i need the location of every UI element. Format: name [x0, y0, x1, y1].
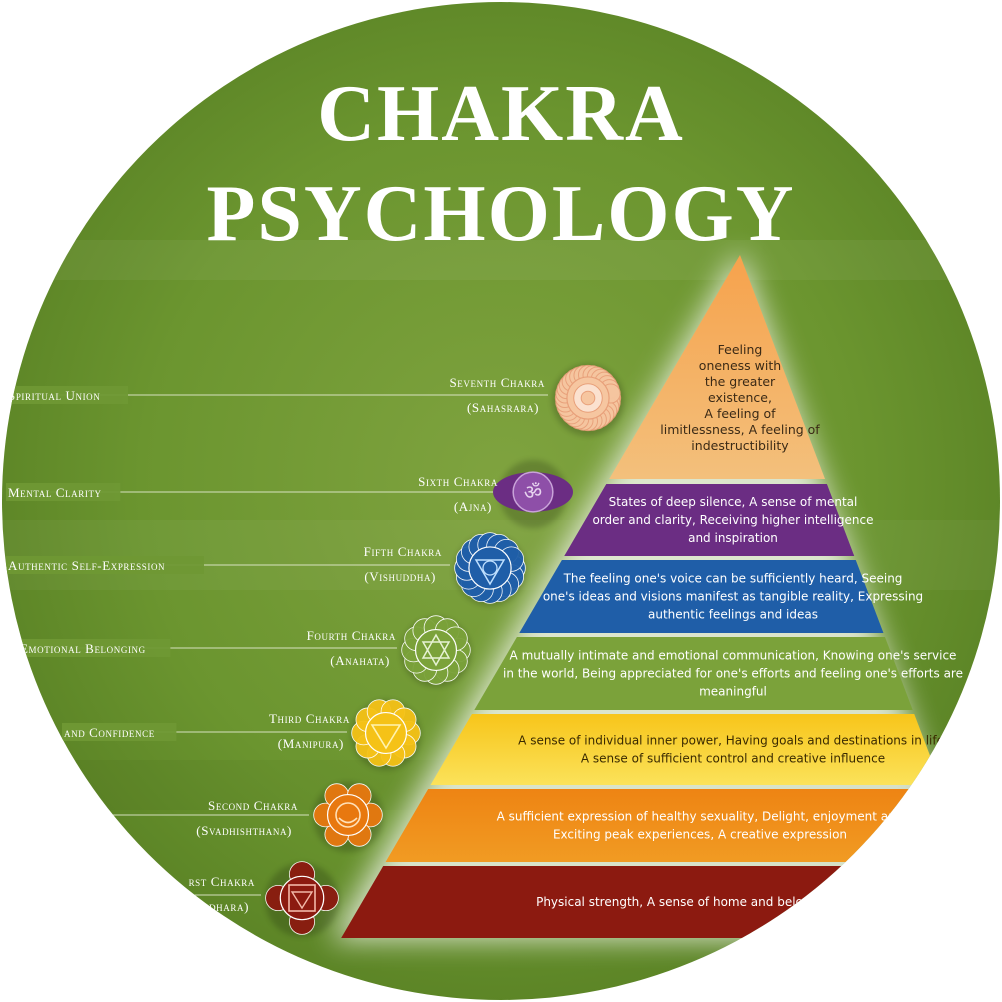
theme-label-2: Mental Clarity — [8, 485, 102, 500]
band-text-1-line-4: existence, — [708, 390, 772, 405]
band-text-6-line-1: A sufficient expression of healthy sexua… — [497, 810, 904, 824]
chakra-name-6: Second Chakra — [208, 798, 298, 813]
chakra-sanskrit-3: (Vishuddha) — [364, 569, 436, 584]
theme-label-1: Spiritual Union — [8, 388, 100, 403]
theme-label-5: and Confidence — [64, 725, 155, 740]
chakra-icons: ॐ — [265, 364, 624, 937]
chakra-sanskrit-6: (Svadhishthana) — [196, 823, 292, 838]
chakra-name-5: Third Chakra — [269, 711, 350, 726]
band-text-5-line-1: A sense of individual inner power, Havin… — [518, 734, 948, 748]
chakra-name-3: Fifth Chakra — [364, 544, 442, 559]
band-text-2-line-1: States of deep silence, A sense of menta… — [609, 495, 858, 509]
band-text-1-line-7: indestructibility — [691, 438, 789, 453]
pyramid-band-3 — [519, 560, 884, 633]
band-text-5-line-2: A sense of sufficient control and creati… — [581, 752, 885, 766]
heart-lotus-icon — [401, 615, 471, 687]
band-text-1-line-2: oneness with — [699, 358, 781, 373]
pyramid-band-2 — [564, 484, 855, 556]
band-text-4-line-1: A mutually intimate and emotional commun… — [510, 649, 957, 663]
pyramid-band-1 — [609, 255, 826, 479]
chakra-sanskrit-2: (Ajna) — [454, 499, 492, 514]
sacral-lotus-icon — [313, 782, 383, 852]
lotus-thousand-petal-icon — [552, 364, 624, 436]
band-text-1-line-6: limitlessness, A feeling of — [660, 422, 820, 437]
throat-lotus-icon — [454, 532, 526, 606]
band-text-2-line-2: order and clarity, Receiving higher inte… — [592, 513, 873, 527]
band-text-3-line-1: The feeling one's voice can be sufficien… — [563, 572, 903, 586]
chakra-name-7: rst Chakra — [189, 874, 255, 889]
chakra-sanskrit-1: (Sahasrara) — [467, 400, 539, 415]
band-text-4-line-2: in the world, Being appreciated for one'… — [503, 667, 963, 681]
root-lotus-icon — [265, 861, 339, 937]
chakra-name-2: Sixth Chakra — [418, 474, 498, 489]
chakra-sanskrit-7: dhara) — [209, 899, 249, 914]
title-line-2: PSYCHOLOGY — [207, 170, 796, 258]
pyramid-band-4 — [474, 637, 913, 710]
solar-plexus-lotus-icon — [351, 699, 421, 770]
theme-label-3: Authentic Self-Expression — [8, 558, 165, 573]
band-text-2-line-3: and inspiration — [688, 531, 778, 545]
band-text-4-line-3: meaningful — [699, 685, 767, 699]
chakra-sanskrit-5: (Manipura) — [278, 736, 344, 751]
band-text-1-line-3: the greater — [705, 374, 776, 389]
chakra-name-4: Fourth Chakra — [307, 628, 396, 643]
band-text-1-line-5: A feeling of — [704, 406, 776, 421]
svg-text:ॐ: ॐ — [524, 480, 542, 504]
band-text-3-line-3: authentic feelings and ideas — [648, 608, 818, 622]
band-text-3-line-2: one's ideas and visions manifest as tang… — [543, 590, 923, 604]
om-icon: ॐ — [493, 460, 573, 528]
chakra-name-1: Seventh Chakra — [449, 375, 545, 390]
theme-label-4: Emotional Belonging — [20, 641, 146, 656]
band-text-6-line-2: Exciting peak experiences, A creative ex… — [553, 828, 847, 842]
chakra-labels: Spiritual Union Seventh Chakra (Sahasrara)… — [6, 375, 545, 914]
band-text-7-line-1: Physical strength, A sense of home and b… — [536, 895, 864, 909]
pyramid-band-6 — [385, 789, 971, 862]
band-text-1-line-1: Feeling — [718, 342, 763, 357]
pyramid-band-5 — [430, 714, 942, 785]
title-line-1: CHAKRA — [317, 70, 685, 158]
chakra-sanskrit-4: (Anahata) — [330, 653, 390, 668]
